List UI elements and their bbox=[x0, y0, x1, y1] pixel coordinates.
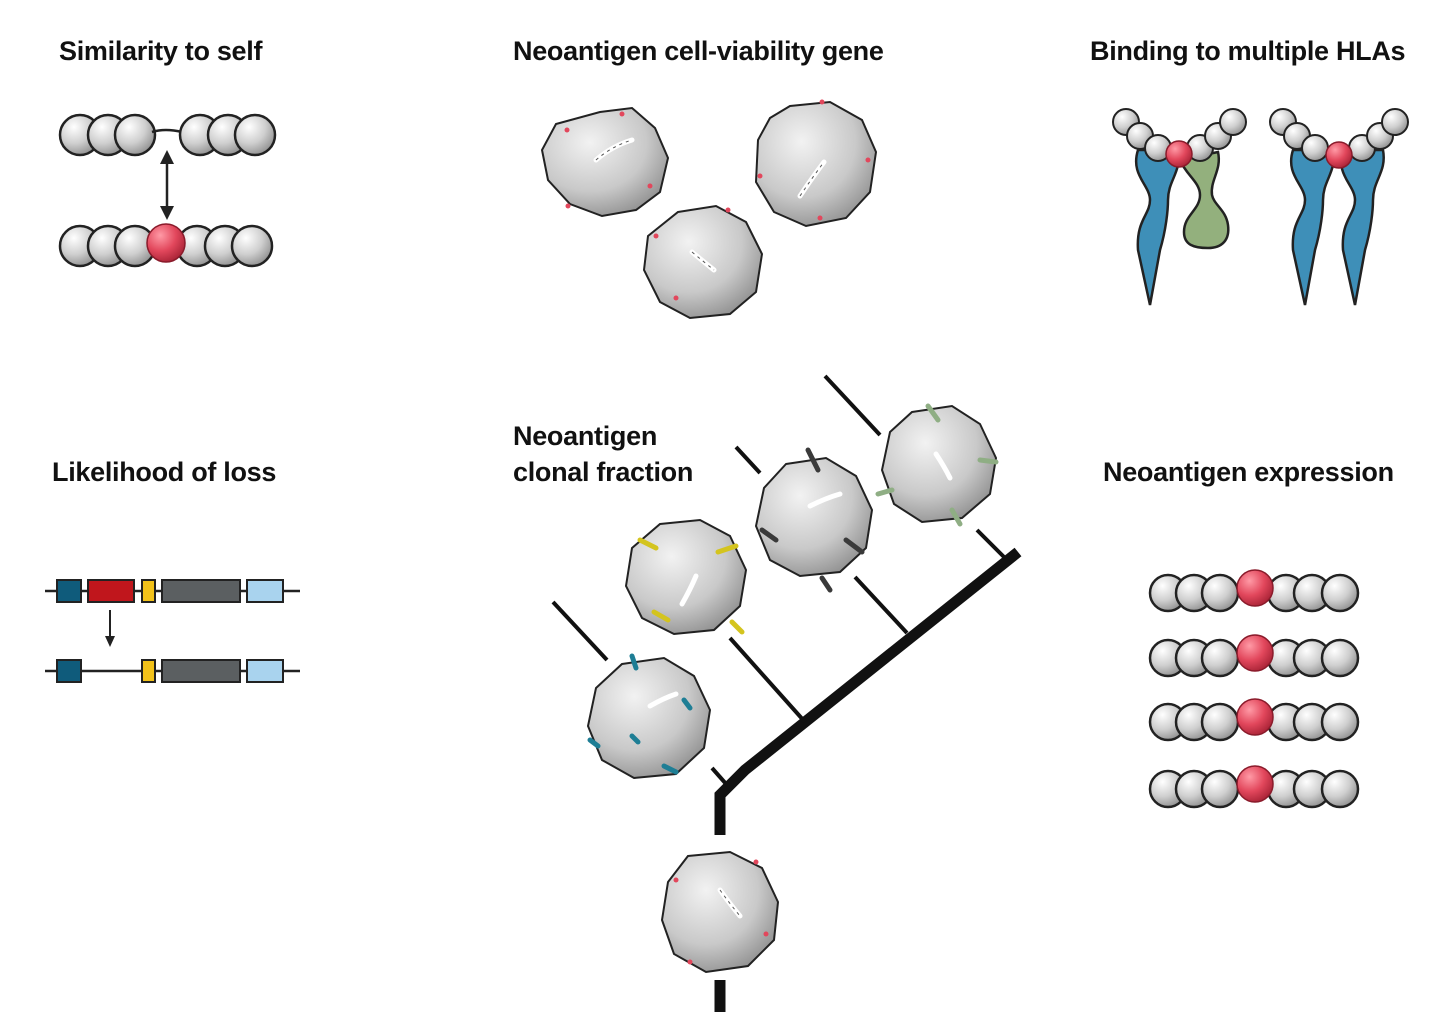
tumor-cell-viability-1 bbox=[540, 106, 670, 218]
clone-cell-yellow bbox=[624, 518, 748, 636]
viability-title: Neoantigen cell-viability gene bbox=[513, 36, 884, 66]
clonal-title-line2: clonal fraction bbox=[513, 457, 694, 487]
neoantigen-peptide bbox=[58, 223, 274, 268]
expression-peptide-4 bbox=[1148, 765, 1360, 809]
expression-peptide-3 bbox=[1148, 698, 1360, 742]
hla-pair-right bbox=[1269, 108, 1409, 306]
self-peptide bbox=[58, 113, 277, 157]
similarity-to-self-panel bbox=[58, 113, 277, 268]
expression-peptide-1 bbox=[1148, 569, 1360, 613]
tumor-cell-viability-2 bbox=[754, 99, 878, 228]
clone-cell-dark bbox=[754, 447, 874, 593]
clone-cell-green bbox=[875, 403, 999, 527]
expression-peptide-2 bbox=[1148, 634, 1360, 678]
neoantigen-expression-panel bbox=[1148, 569, 1360, 809]
clonal-title-line1: Neoantigen bbox=[513, 421, 658, 451]
loss-title: Likelihood of loss bbox=[52, 457, 277, 487]
gene-track-after bbox=[45, 659, 300, 683]
clonal-tree bbox=[551, 374, 1022, 1012]
gene-track-before bbox=[45, 579, 300, 603]
similarity-title: Similarity to self bbox=[59, 36, 263, 66]
ancestral-tumor-cell bbox=[660, 850, 780, 974]
likelihood-of-loss-panel bbox=[45, 579, 300, 683]
down-arrow-icon bbox=[105, 610, 115, 647]
hla-pair-left bbox=[1112, 108, 1247, 306]
expression-title: Neoantigen expression bbox=[1103, 457, 1394, 487]
binding-multiple-hlas-panel bbox=[1112, 108, 1409, 306]
double-arrow-icon bbox=[160, 150, 174, 220]
hla-title: Binding to multiple HLAs bbox=[1090, 36, 1406, 66]
clone-cell-teal bbox=[586, 653, 712, 780]
tumor-cell-viability-3 bbox=[642, 204, 764, 320]
